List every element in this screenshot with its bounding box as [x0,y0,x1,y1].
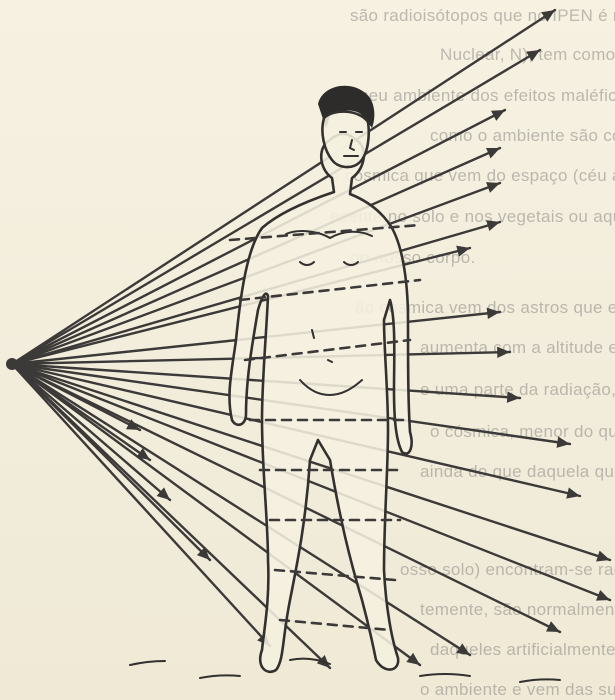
ground-stroke [130,661,165,665]
ground-stroke [520,679,560,682]
radiation-ray [12,364,150,460]
human-figure [229,86,411,672]
arrowhead-icon [456,246,470,257]
arrowhead-icon [507,391,520,402]
arrowhead-icon [456,643,470,655]
arrowhead-icon [557,437,570,448]
ground-marks [130,659,560,682]
ground-stroke [420,674,470,676]
radiation-ray [12,364,210,560]
arrowhead-icon [541,10,555,22]
arrowhead-icon [596,590,610,601]
ground-stroke [200,675,240,678]
arrowhead-icon [497,347,510,358]
arrowhead-icon [566,488,580,499]
arrowhead-icon [486,220,500,231]
arrowhead-icon [486,182,500,193]
arrowhead-icon [406,653,420,665]
radiation-source-point [6,358,18,370]
arrowhead-icon [596,551,610,562]
